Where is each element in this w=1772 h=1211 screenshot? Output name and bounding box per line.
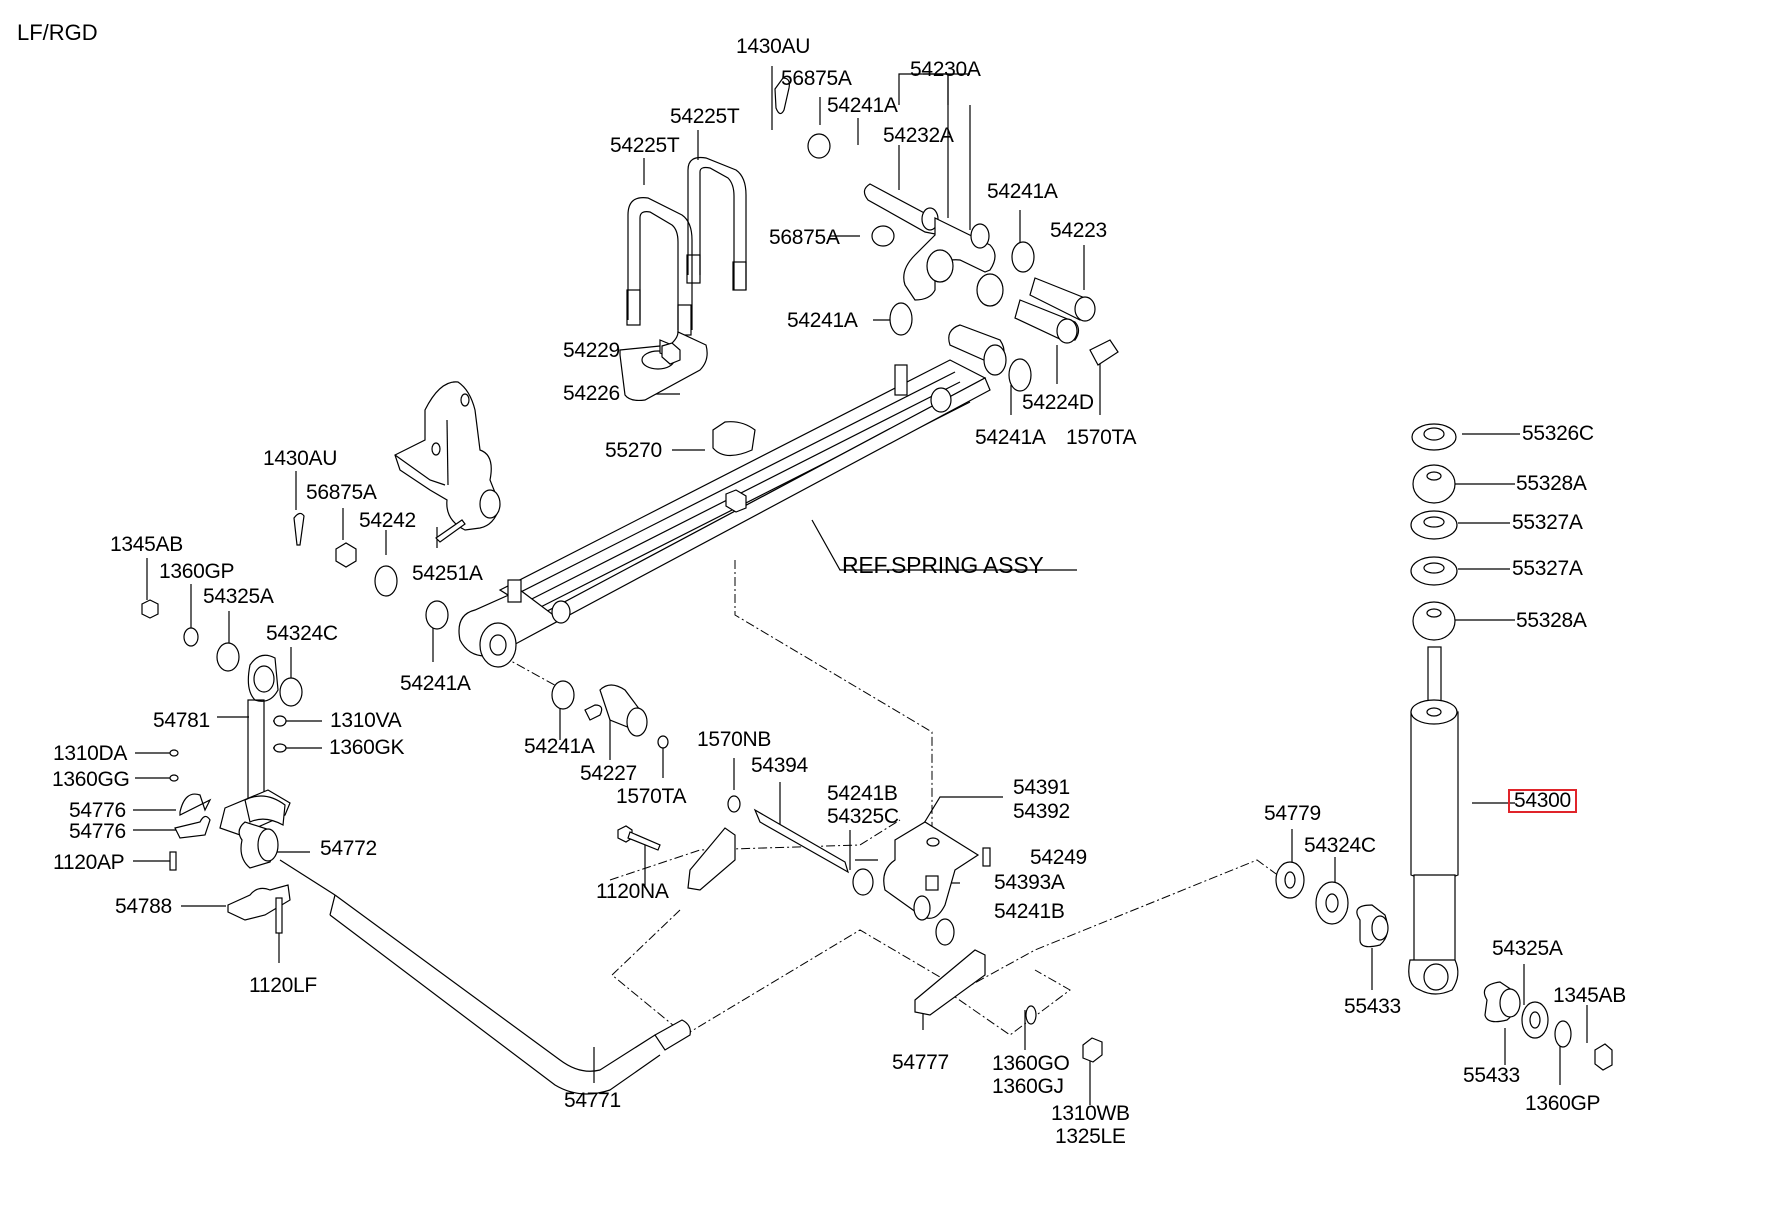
part-label-55270[interactable]: 55270 (605, 439, 662, 462)
part-label-54230a[interactable]: 54230A (910, 58, 981, 81)
part-label-54325a[interactable]: 54325A (203, 585, 274, 608)
part-label-54229[interactable]: 54229 (563, 339, 620, 362)
part-label-54392[interactable]: 54392 (1013, 800, 1070, 823)
part-label-54300-highlighted[interactable]: 54300 (1508, 789, 1577, 813)
part-label-1360gj[interactable]: 1360GJ (992, 1075, 1064, 1098)
part-label-55327a[interactable]: 55327A (1512, 557, 1583, 580)
leader-lines (133, 66, 1588, 1105)
part-label-54241b[interactable]: 54241B (994, 900, 1065, 923)
part-label-54779[interactable]: 54779 (1264, 802, 1321, 825)
part-label-54249[interactable]: 54249 (1030, 846, 1087, 869)
u-bolt-left (626, 197, 693, 336)
part-label-54241a[interactable]: 54241A (987, 180, 1058, 203)
part-label-56875a[interactable]: 56875A (781, 67, 852, 90)
part-label-54394[interactable]: 54394 (751, 754, 808, 777)
part-label-54225t[interactable]: 54225T (670, 105, 740, 128)
part-label-55326c[interactable]: 55326C (1522, 422, 1594, 445)
leaf-spring (458, 324, 1007, 668)
part-label-1345ab[interactable]: 1345AB (1553, 984, 1626, 1007)
part-label-54251a[interactable]: 54251A (412, 562, 483, 585)
part-label-1430au[interactable]: 1430AU (736, 35, 811, 58)
part-label-54227[interactable]: 54227 (580, 762, 637, 785)
part-label-54324c[interactable]: 54324C (266, 622, 338, 645)
part-label-54772[interactable]: 54772 (320, 837, 377, 860)
part-label-54241b[interactable]: 54241B (827, 782, 898, 805)
part-label-1360gp[interactable]: 1360GP (1525, 1092, 1601, 1115)
part-label-1570nb[interactable]: 1570NB (697, 728, 772, 751)
part-label-1360gp[interactable]: 1360GP (159, 560, 235, 583)
part-label-1325le[interactable]: 1325LE (1055, 1125, 1126, 1148)
part-label-54393a[interactable]: 54393A (994, 871, 1065, 894)
link-bracket-parts (551, 680, 1103, 1063)
part-label-54225t[interactable]: 54225T (610, 134, 680, 157)
part-label-1570ta[interactable]: 1570TA (1066, 426, 1137, 449)
part-label-1310va[interactable]: 1310VA (330, 709, 402, 732)
stabilizer-bar (279, 859, 691, 1095)
part-label-54241a[interactable]: 54241A (400, 672, 471, 695)
part-label-54325a[interactable]: 54325A (1492, 937, 1563, 960)
left-hardware (141, 512, 466, 934)
part-label-54223[interactable]: 54223 (1050, 219, 1107, 242)
part-label-1310wb[interactable]: 1310WB (1051, 1102, 1130, 1125)
spring-pad-parts (619, 331, 756, 457)
part-label-1120lf[interactable]: 1120LF (249, 974, 317, 997)
phantom-lines (501, 560, 1284, 1036)
part-label-55328a[interactable]: 55328A (1516, 472, 1587, 495)
part-label-54226[interactable]: 54226 (563, 382, 620, 405)
part-label-54771[interactable]: 54771 (564, 1089, 621, 1112)
part-label-54224d[interactable]: 54224D (1022, 391, 1094, 414)
part-label-54241a[interactable]: 54241A (827, 94, 898, 117)
part-label-54776[interactable]: 54776 (69, 799, 126, 822)
part-label-1360gk[interactable]: 1360GK (329, 736, 405, 759)
part-label-1120ap[interactable]: 1120AP (53, 851, 125, 874)
part-label-54788[interactable]: 54788 (115, 895, 172, 918)
reference-spring-assembly-note: REF.SPRING ASSY (842, 552, 1044, 578)
shock-lower-hardware (1275, 861, 1613, 1071)
part-label-56875a[interactable]: 56875A (769, 226, 840, 249)
part-label-1430au[interactable]: 1430AU (263, 447, 338, 470)
shock-absorber (1408, 423, 1459, 995)
part-label-54241a[interactable]: 54241A (975, 426, 1046, 449)
part-label-1360go[interactable]: 1360GO (992, 1052, 1070, 1075)
part-label-54324c[interactable]: 54324C (1304, 834, 1376, 857)
part-label-54325c[interactable]: 54325C (827, 805, 899, 828)
part-label-1345ab[interactable]: 1345AB (110, 533, 183, 556)
part-label-56875a[interactable]: 56875A (306, 481, 377, 504)
shackle-assembly (774, 77, 1119, 392)
part-label-54781[interactable]: 54781 (153, 709, 210, 732)
spring-hanger-bracket (394, 381, 501, 531)
part-label-1310da[interactable]: 1310DA (53, 742, 128, 765)
part-label-55328a[interactable]: 55328A (1516, 609, 1587, 632)
part-label-55327a[interactable]: 55327A (1512, 511, 1583, 534)
diagram-title: LF/RGD (17, 20, 98, 45)
part-label-54242[interactable]: 54242 (359, 509, 416, 532)
u-bolt-right (686, 156, 747, 291)
part-label-54777[interactable]: 54777 (892, 1051, 949, 1074)
part-label-55433[interactable]: 55433 (1344, 995, 1401, 1018)
part-label-54776[interactable]: 54776 (69, 820, 126, 843)
part-label-54391[interactable]: 54391 (1013, 776, 1070, 799)
part-label-1360gg[interactable]: 1360GG (52, 768, 130, 791)
part-label-54241a[interactable]: 54241A (524, 735, 595, 758)
part-label-55433[interactable]: 55433 (1463, 1064, 1520, 1087)
part-label-1570ta[interactable]: 1570TA (616, 785, 687, 808)
part-label-54232a[interactable]: 54232A (883, 124, 954, 147)
part-label-54241a[interactable]: 54241A (787, 309, 858, 332)
part-label-1120na[interactable]: 1120NA (596, 880, 669, 903)
